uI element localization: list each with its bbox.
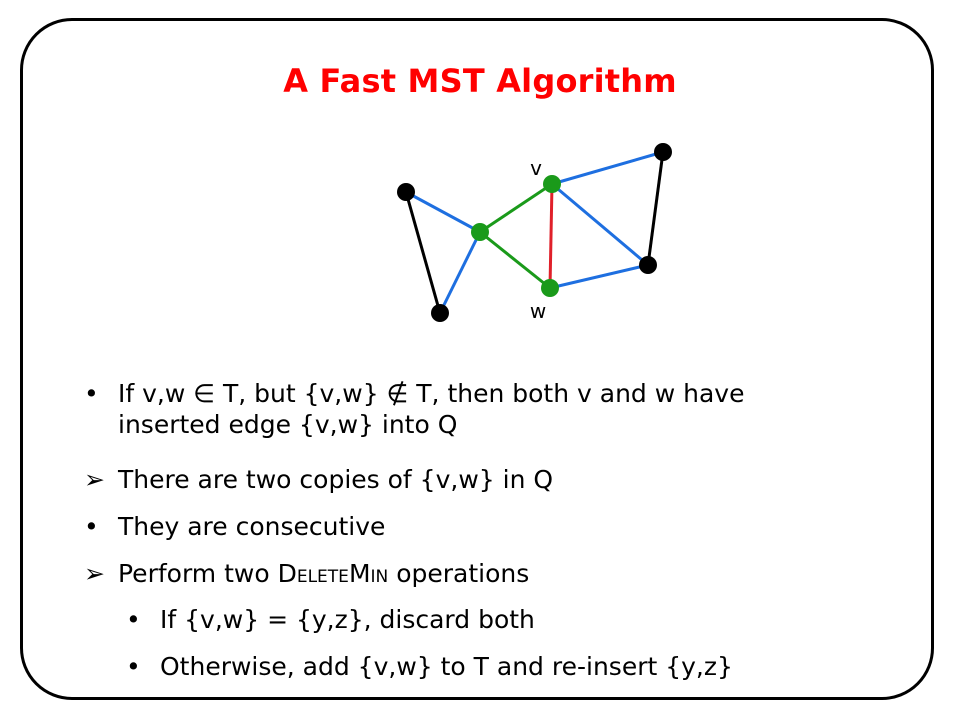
edge-black-left: [404, 191, 442, 314]
edge-blue-4: [551, 182, 649, 267]
bullet-text: If {v,w} = {y,z}, discard both: [160, 605, 535, 634]
slide-title: A Fast MST Algorithm: [283, 62, 677, 100]
bullet-marker: •: [84, 512, 99, 541]
bullet-text: Perform two DELETEMIN operations: [118, 558, 529, 593]
bullet-text: They are consecutive: [118, 512, 386, 541]
smallcaps-in: IN: [370, 567, 389, 587]
edge-red-vw: [548, 183, 554, 289]
bullet-text-line1: If v,w ∈ T, but {v,w} ∉ T, then both v a…: [118, 379, 745, 408]
node-black-1: [397, 183, 415, 201]
edge-blue-5: [549, 263, 649, 290]
text-post: operations: [388, 559, 530, 588]
edge-blue-1: [405, 190, 481, 234]
edge-green-1: [479, 182, 553, 234]
bullet-marker: •: [126, 605, 141, 634]
node-green-center: [471, 223, 489, 241]
node-v: [543, 175, 561, 193]
bullet-text: There are two copies of {v,w} in Q: [118, 465, 554, 494]
arrow-bullet-icon: ➢: [84, 559, 105, 588]
text-pre: Perform two: [118, 559, 278, 588]
node-black-2: [431, 304, 449, 322]
edge-green-2: [479, 230, 551, 290]
bullet-text-line2: inserted edge {v,w} into Q: [118, 410, 458, 439]
bullet-marker: •: [126, 652, 141, 681]
label-w: w: [530, 299, 546, 323]
slide-frame: [20, 18, 934, 700]
arrow-bullet-icon: ➢: [84, 465, 105, 494]
smallcaps-m: M: [348, 559, 371, 588]
bullet-marker: •: [84, 379, 99, 408]
edge-blue-3: [551, 150, 664, 186]
label-v: v: [530, 156, 542, 180]
smallcaps-elete: ELETE: [296, 567, 349, 587]
node-w: [541, 279, 559, 297]
bullet-text: Otherwise, add {v,w} to T and re-insert …: [160, 652, 733, 681]
edge-blue-2: [438, 231, 482, 314]
edge-black-right: [646, 151, 665, 266]
smallcaps-d: D: [277, 559, 297, 588]
node-black-4: [639, 256, 657, 274]
node-black-3: [654, 143, 672, 161]
